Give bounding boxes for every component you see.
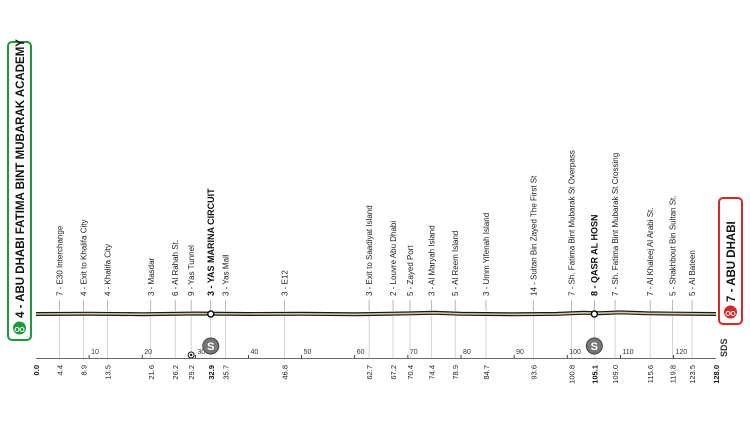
waypoint-label: 5 - Al Reem Island <box>451 231 460 296</box>
waypoint-km: 26.2 <box>171 365 180 380</box>
waypoint-km: 29.2 <box>187 365 196 380</box>
waypoint-km: 8.9 <box>79 365 88 375</box>
waypoint-km: 109.0 <box>611 365 620 384</box>
waypoint-label: 4 - Exit to Khalifa City <box>79 220 88 296</box>
axis-tick-label: 120 <box>676 349 688 356</box>
waypoint-label: 3 - Masdar <box>147 257 156 296</box>
waypoint-km: 123.5 <box>688 365 697 384</box>
waypoint-km: 35.7 <box>222 365 231 380</box>
waypoint-label: 5 - Zayed Port <box>406 245 415 296</box>
waypoint-km: 46.8 <box>281 365 290 380</box>
axis-tick-label: 60 <box>357 349 365 356</box>
waypoint-label: 3 - Yas Mall <box>222 254 231 296</box>
waypoint-km: 70.4 <box>406 365 415 380</box>
elevation-profile <box>35 310 717 358</box>
axis-tick-label: 70 <box>410 349 418 356</box>
start-cyclist-wheel-b <box>19 327 25 332</box>
start-box <box>7 41 32 341</box>
axis-tick-label: 20 <box>144 349 152 356</box>
waypoint-km: 74.4 <box>427 365 436 380</box>
waypoint-km: 115.6 <box>646 365 655 383</box>
waypoint-label: 4 - Khalifa City <box>104 244 113 296</box>
axis-ticks: 10 20 30 40 50 60 70 80 90 100 110 120 <box>88 349 688 358</box>
waypoint-label: 7 - E30 Interchange <box>55 225 64 296</box>
waypoint-km: 93.6 <box>529 365 538 380</box>
waypoint-label: 3 - Umm Yifenah Island <box>482 213 491 296</box>
waypoint-km: 100.8 <box>568 365 577 384</box>
waypoint-label: 9 - Yas Tunnel <box>187 245 196 296</box>
axis-tick-label: 10 <box>91 349 99 356</box>
waypoint-label: 3 - YAS MARINA CIRCUIT <box>206 188 216 296</box>
waypoint-label: 7 - Sh. Fatima Bint Mubarak St Crossing <box>611 153 620 296</box>
start-label: 4 - ABU DHABI FATIMA BINT MUBARAK ACADEM… <box>15 39 27 318</box>
waypoint-label: 7 - Sh. Fatima Bint Mubarak St Overpass <box>568 150 577 296</box>
waypoint-label: 6 - Al Rahah St. <box>171 240 180 296</box>
waypoint-label: 8 - QASR AL HOSN <box>589 214 599 296</box>
axis-tick-label: 40 <box>251 349 259 356</box>
axis-tick-label: 90 <box>516 349 524 356</box>
waypoint-label: 7 - Al Khaleej Al Arabi St. <box>646 208 655 297</box>
finish-box <box>718 197 743 325</box>
waypoint-km: 13.5 <box>104 365 113 380</box>
finish-cyclist-wheel-a <box>725 311 731 316</box>
finish-cyclist-wheel-b <box>730 311 736 316</box>
waypoint-label: 14 - Sultan Bin Zayed The First St <box>529 175 538 296</box>
axis-tick-label: 80 <box>463 349 471 356</box>
km-labels: 4.4 8.9 13.5 21.6 26.2 29.2 32.9 35.7 46.8 62.7 67… <box>32 365 721 384</box>
sprint-icon <box>585 337 603 355</box>
sprint-letter: S <box>591 341 598 353</box>
waypoint-label: 3 - Al Maryah Island <box>427 225 436 296</box>
axis-tick-label: 30 <box>197 349 205 356</box>
axis-tick-label: 110 <box>622 349 633 356</box>
waypoint-label: 5 - Al Bateen <box>688 250 697 296</box>
sprint-icon <box>202 337 220 355</box>
sprint-point <box>207 310 215 318</box>
waypoint-label: 2 - Louvre Abu Dhabi <box>389 221 398 296</box>
waypoint-km: 32.9 <box>207 365 216 380</box>
sprint-point <box>590 310 599 318</box>
brand-logo: SDS <box>719 338 729 357</box>
axis-tick-label: 50 <box>304 349 312 356</box>
waypoint-km: 4.4 <box>55 365 64 375</box>
finish-badge: 7 - ABU DHABI <box>718 197 743 325</box>
tunnel-icon-core <box>189 353 193 357</box>
waypoint-label: 3 - Exit to Saadiyat Island <box>365 205 374 296</box>
axis-tick-label: 100 <box>569 349 581 356</box>
profile-fill <box>36 312 716 358</box>
waypoint-label: 5 - Shakhbout Bin Sultan St. <box>668 195 677 296</box>
profile-road <box>35 311 717 316</box>
start-km: 0.0 <box>32 365 41 375</box>
waypoint-labels: 7 - E30 Interchange 4 - Exit to Khalifa C… <box>55 150 697 296</box>
waypoint-km: 119.8 <box>668 365 677 383</box>
waypoint-km: 62.7 <box>365 365 374 380</box>
waypoint-km: 78.9 <box>451 365 460 380</box>
start-cyclist-wheel-a <box>14 327 20 332</box>
finish-km: 128.0 <box>712 365 721 384</box>
finish-cyclist-icon <box>724 305 737 319</box>
waypoint-km: 84.7 <box>482 365 491 380</box>
sprint-letter: S <box>207 341 214 353</box>
start-cyclist-icon <box>13 321 26 335</box>
waypoint-label: 3 - E12 <box>281 270 290 296</box>
waypoint-km: 105.1 <box>590 365 599 384</box>
waypoint-km: 21.6 <box>147 365 156 380</box>
start-badge: 4 - ABU DHABI FATIMA BINT MUBARAK ACADEM… <box>7 39 32 341</box>
finish-label: 7 - ABU DHABI <box>726 221 738 302</box>
waypoint-km: 67.2 <box>389 365 398 380</box>
